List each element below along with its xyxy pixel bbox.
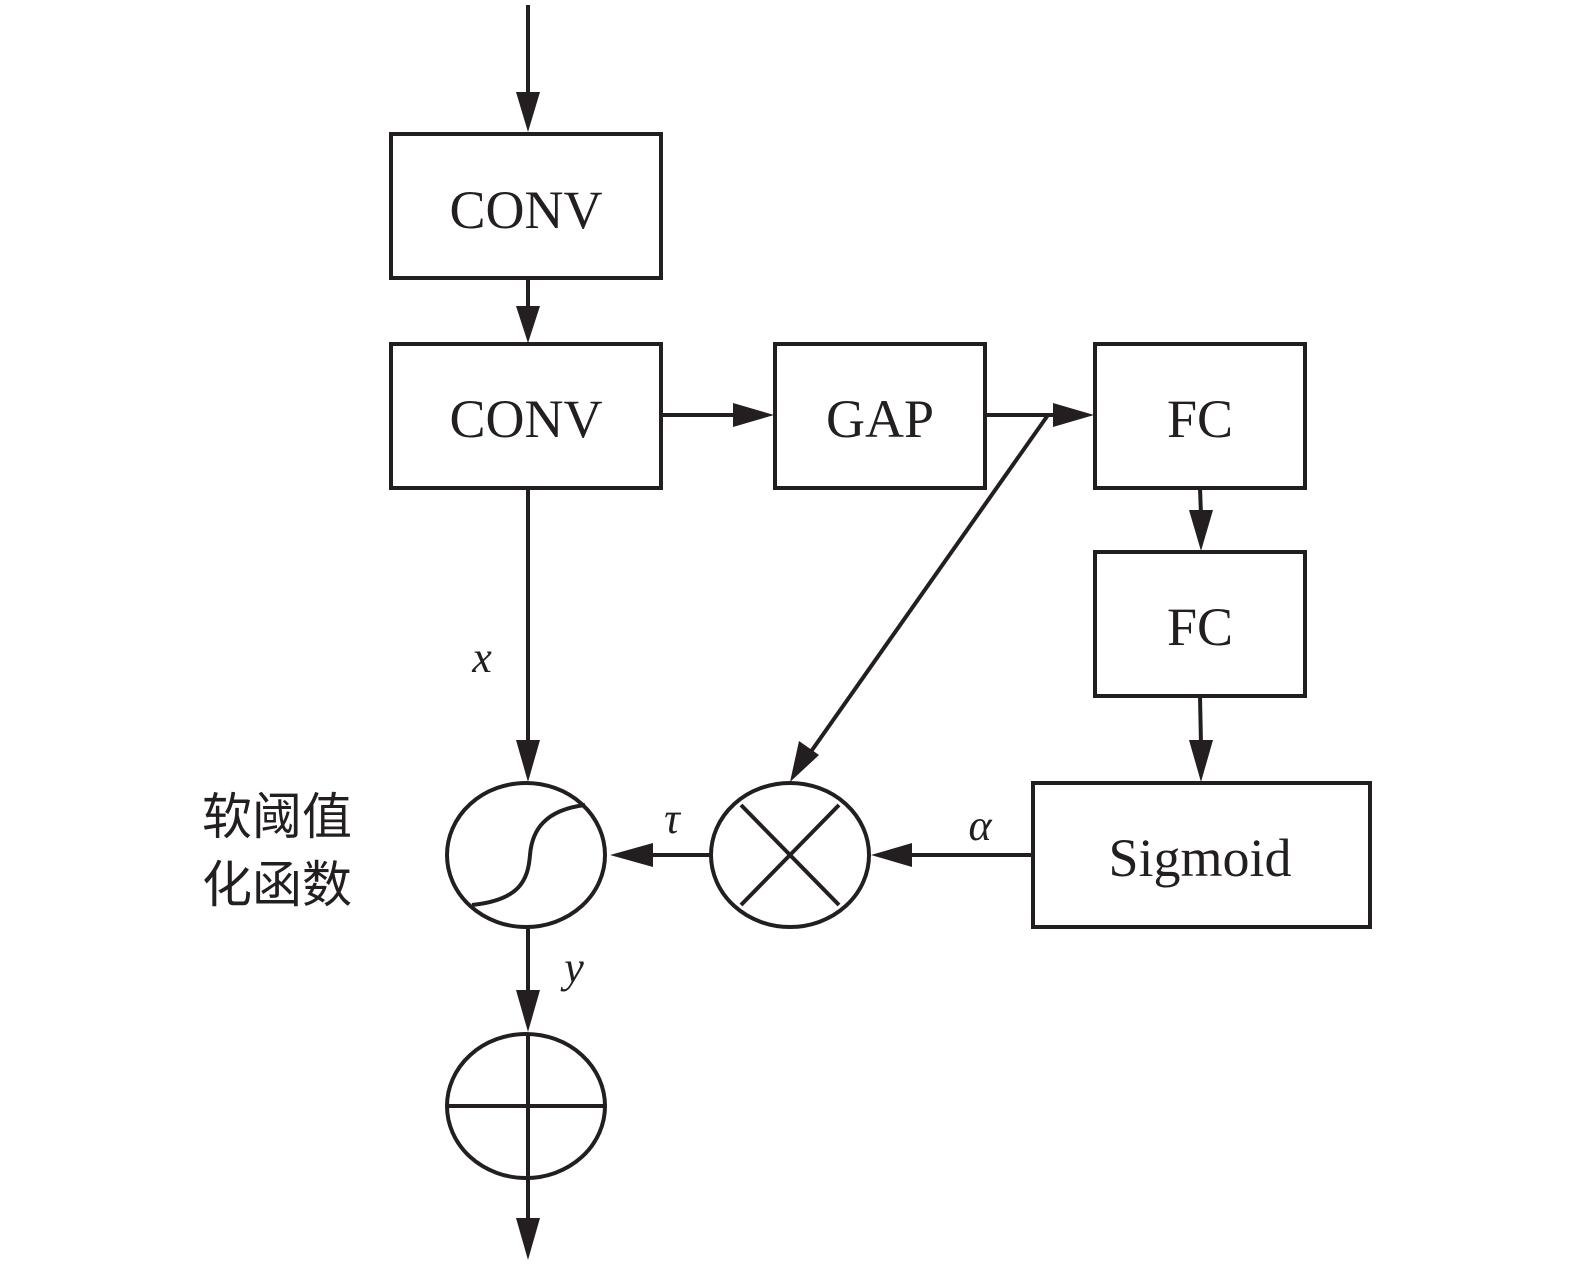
sigmoid-block: Sigmoid <box>1031 781 1372 929</box>
fc-block-2: FC <box>1093 550 1307 698</box>
arrowhead-gap-fc1 <box>1053 403 1094 427</box>
gap-block-label: GAP <box>826 389 934 449</box>
add-operator <box>445 1032 607 1180</box>
arrowhead-conv2-softthreshold <box>516 740 540 782</box>
arrowhead-fc1-fc2 <box>1189 510 1213 551</box>
x-label: x <box>471 633 492 682</box>
soft-threshold-label-line-2: 化函数 <box>202 856 352 914</box>
conv-block-1: CONV <box>389 132 663 280</box>
input-arrowhead <box>516 92 540 132</box>
arrowhead-sigmoid-multiply <box>871 843 912 867</box>
tau-label: τ <box>664 794 682 843</box>
arrowhead-conv1-conv2 <box>516 306 540 343</box>
arrowhead-softthreshold-add <box>516 990 540 1032</box>
alpha-label: α <box>968 801 992 850</box>
multiply-cross-line-2 <box>739 803 841 907</box>
arrow-gap-multiply <box>808 413 1050 755</box>
soft-threshold-label-line-1: 软阈值 <box>202 788 352 846</box>
arrowhead-gap-multiply <box>790 741 819 782</box>
fc-block-2-label: FC <box>1167 597 1233 657</box>
gap-block: GAP <box>773 342 987 490</box>
fc-block-1: FC <box>1093 342 1307 490</box>
arrowhead-multiply-softthreshold <box>610 843 653 867</box>
multiply-operator <box>709 781 871 929</box>
soft-threshold-operator <box>445 781 607 929</box>
y-label: y <box>560 943 584 992</box>
conv-block-2-label: CONV <box>449 389 602 449</box>
soft-threshold-curve-icon <box>471 803 586 907</box>
fc-block-1-label: FC <box>1167 389 1233 449</box>
arrowhead-conv2-gap <box>733 403 774 427</box>
output-arrowhead <box>516 1218 540 1260</box>
conv-block-2: CONV <box>389 342 663 490</box>
arrow-fc2-sigmoid <box>1198 695 1203 746</box>
conv-block-1-label: CONV <box>449 180 602 240</box>
sigmoid-block-label: Sigmoid <box>1108 828 1291 888</box>
arrowhead-fc2-sigmoid <box>1189 740 1213 782</box>
